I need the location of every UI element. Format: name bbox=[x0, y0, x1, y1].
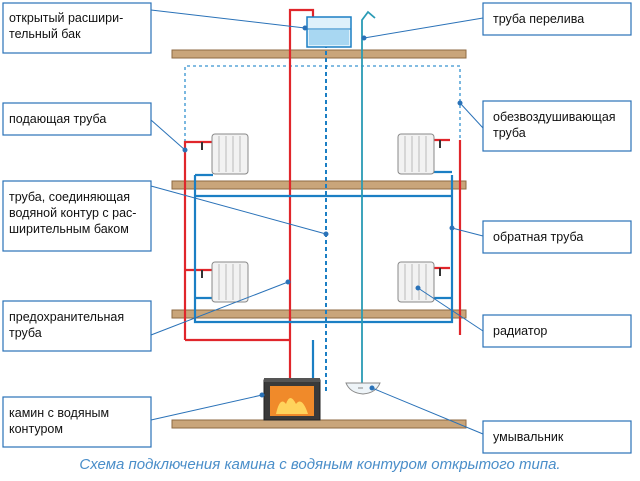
floor-slab-upper bbox=[171, 180, 467, 190]
label-supply-pipe: подающая труба bbox=[9, 112, 107, 126]
callout-supply-pipe bbox=[150, 119, 186, 151]
expansion-tank bbox=[306, 16, 352, 48]
callout-fireplace bbox=[150, 394, 263, 421]
label-box-supply-pipe bbox=[2, 102, 152, 136]
callout-open-tank bbox=[150, 9, 306, 29]
label-return-pipe: обратная труба bbox=[493, 230, 584, 244]
label-safety-pipe: предохранительная труба bbox=[9, 310, 125, 340]
radiator-left-upper bbox=[201, 133, 249, 175]
label-box-safety-pipe bbox=[2, 300, 152, 352]
label-box-washbasin bbox=[482, 420, 632, 454]
label-open-tank: открытый расшири- тельный бак bbox=[9, 11, 124, 41]
floor-slab-lower bbox=[171, 309, 467, 319]
label-box-fireplace bbox=[2, 396, 152, 448]
floor-slab-ground bbox=[171, 419, 467, 429]
callout-air-vent-pipe bbox=[459, 102, 484, 129]
label-fireplace: камин с водяным контуром bbox=[9, 406, 110, 436]
callout-radiator bbox=[417, 287, 484, 332]
label-overflow-pipe: труба перелива bbox=[493, 12, 585, 26]
callout-connecting-pipe bbox=[150, 185, 327, 235]
label-air-vent-pipe: обезвоздушивающая труба bbox=[493, 110, 616, 140]
label-box-overflow-pipe bbox=[482, 2, 632, 36]
label-radiator: радиатор bbox=[493, 324, 548, 338]
label-box-return-pipe bbox=[482, 220, 632, 254]
callout-safety-pipe bbox=[150, 281, 289, 336]
floor-slab-top bbox=[171, 49, 467, 59]
overflow-pipe-line bbox=[361, 10, 376, 383]
callout-return-pipe bbox=[451, 227, 484, 237]
label-washbasin: умывальник bbox=[493, 430, 564, 444]
washbasin-icon bbox=[345, 382, 381, 395]
air-vent-pipe-line bbox=[184, 65, 461, 142]
label-connecting-pipe: труба, соединяющая водяной контур с рас-… bbox=[9, 190, 137, 236]
label-box-connecting-pipe bbox=[2, 180, 152, 252]
radiator-left-lower bbox=[201, 261, 249, 303]
label-box-open-tank bbox=[2, 2, 152, 54]
callout-overflow-pipe bbox=[363, 17, 484, 39]
fireplace-icon bbox=[263, 378, 321, 421]
callout-washbasin bbox=[371, 387, 484, 435]
diagram-caption: Схема подключения камина с водяным конту… bbox=[79, 456, 561, 473]
radiator-right-upper bbox=[397, 133, 441, 175]
label-box-air-vent-pipe bbox=[482, 100, 632, 152]
radiator-right-lower bbox=[397, 261, 441, 303]
